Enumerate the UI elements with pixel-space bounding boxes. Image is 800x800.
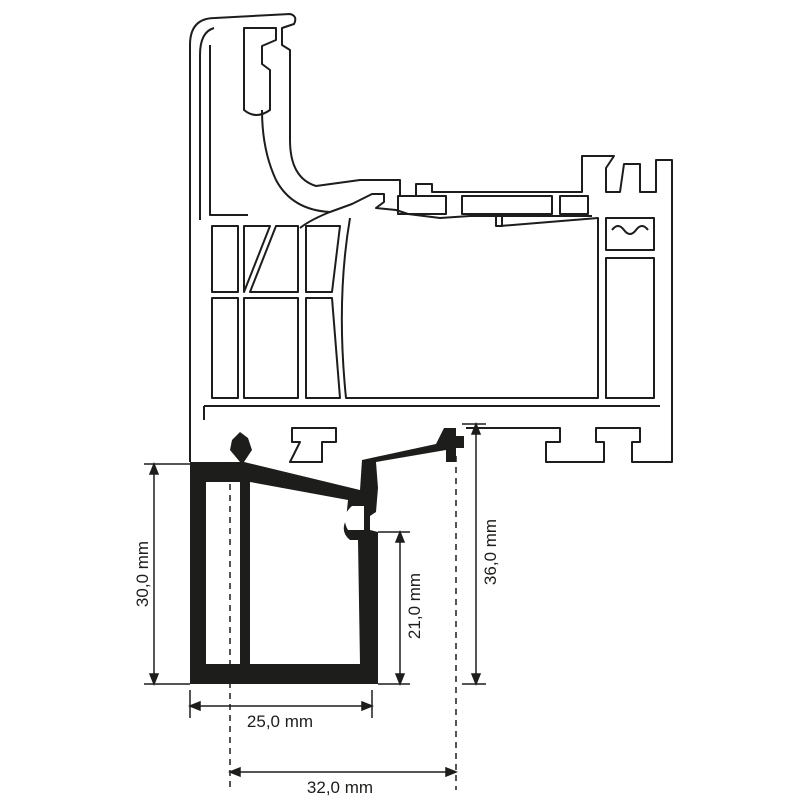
dim-label-height-right: 36,0 mm xyxy=(481,519,500,585)
dim-arrow-height-left-top xyxy=(148,461,160,475)
chamber-right-main xyxy=(605,257,655,399)
chamber-top-3 xyxy=(559,195,589,215)
dim-arrow-height-right-bottom xyxy=(470,673,482,687)
dim-arrow-width-inner-left xyxy=(187,700,201,712)
chamber-top-2 xyxy=(461,195,553,215)
frame-base xyxy=(203,405,660,420)
adapter-inner-void xyxy=(206,482,360,664)
dim-arrow-height-left-bottom xyxy=(148,673,160,687)
gasket-wave xyxy=(611,225,649,235)
dim-label-width-inner: 25,0 mm xyxy=(247,712,313,731)
dimension-lines xyxy=(144,421,486,778)
chamber-top-1 xyxy=(397,195,447,215)
reference-lines xyxy=(229,456,457,790)
chamber-notch xyxy=(495,214,503,227)
dim-arrow-height-right-top xyxy=(470,421,482,435)
frame-outline xyxy=(189,13,673,463)
dim-arrow-height-inner-top xyxy=(394,529,406,543)
sill-adapter-profile xyxy=(190,428,464,684)
dim-label-width-outer: 32,0 mm xyxy=(307,778,373,797)
main-chamber xyxy=(340,217,599,399)
dim-arrow-height-inner-bottom xyxy=(394,673,406,687)
glazing-channel xyxy=(199,27,215,220)
dim-label-height-left: 30,0 mm xyxy=(133,541,152,607)
dim-arrow-width-inner-right xyxy=(361,700,375,712)
sash-curve xyxy=(261,109,592,229)
adapter-hook xyxy=(344,506,364,530)
left-chamber-grid xyxy=(211,225,341,399)
window-frame-profile xyxy=(189,13,673,463)
frame-top-lip xyxy=(209,27,277,216)
dim-label-height-inner: 21,0 mm xyxy=(405,573,424,639)
chamber-right-top xyxy=(605,217,655,251)
dim-arrow-width-outer-left xyxy=(227,766,241,778)
dim-arrow-width-outer-right xyxy=(445,766,459,778)
